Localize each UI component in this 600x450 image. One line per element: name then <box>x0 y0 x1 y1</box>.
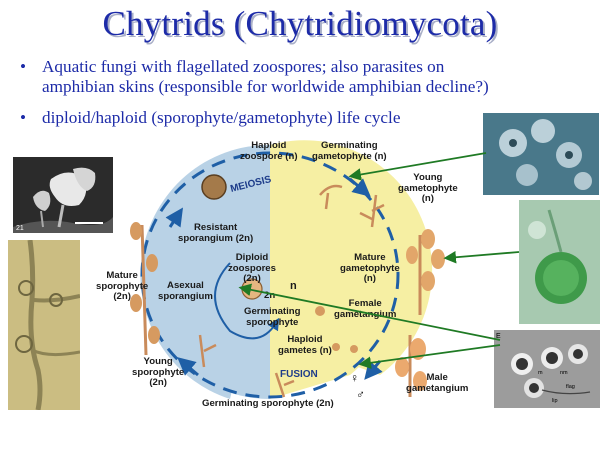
label-young-sporophyte: Young sporophyte (2n) <box>132 356 185 388</box>
bullet-item: • diploid/haploid (sporophyte/gametophyt… <box>20 108 590 128</box>
mature-gametophyte-icon <box>406 229 445 315</box>
resistant-sporangium-icon <box>201 174 227 200</box>
male-symbol: ♂ <box>356 387 365 401</box>
label-germinating-sporophyte-bottom: Germinating sporophyte (2n) <box>202 398 334 409</box>
label-resistant-sporangium: Resistant sporangium (2n) <box>178 222 254 244</box>
label-diploid-zoospores: Diploid zoospores (2n) <box>228 252 276 284</box>
haploid-gamete-icon <box>332 343 340 351</box>
em-label: m <box>538 370 543 376</box>
label-haploid-zoospore: Haploid zoospore (n) <box>240 140 298 162</box>
germinating-gametophyte-icon <box>319 184 343 210</box>
bullet-text-line: diploid/haploid (sporophyte/gametophyte)… <box>42 108 401 127</box>
sem-photo-sporangia: 21 <box>13 157 113 233</box>
life-cycle-diagram: Haploid zoospore (n) Germinating gametop… <box>80 135 510 415</box>
micrograph-gametophyte <box>519 200 600 324</box>
label-haploid-gametes: Haploid gametes (n) <box>278 334 332 356</box>
bullet-text-line: Aquatic fungi with flagellated zoospores… <box>42 57 445 76</box>
micrograph-sporophyte <box>8 240 80 410</box>
label-young-gametophyte: Young gametophyte (n) <box>398 172 458 204</box>
label-mature-sporophyte: Mature sporophyte (2n) <box>96 270 149 302</box>
label-n: n <box>290 280 297 292</box>
bullet-symbol: • <box>20 108 27 127</box>
mature-sporophyte-icon <box>130 222 160 356</box>
germinating-sporophyte-icon <box>274 372 295 398</box>
label-germinating-gametophyte: Germinating gametophyte (n) <box>312 140 387 162</box>
label-male-gametangium: Male gametangium <box>406 372 469 394</box>
em-label: flag <box>566 384 575 390</box>
label-2n: 2n <box>264 290 276 301</box>
photo-number: 21 <box>16 225 24 232</box>
bullet-text-line: amphibian skins (responsible for worldwi… <box>42 77 489 96</box>
label-asexual-sporangium: Asexual sporangium <box>158 280 213 302</box>
germinating-sporophyte-inner-icon <box>315 306 325 316</box>
label-mature-gametophyte: Mature gametophyte (n) <box>340 252 400 284</box>
female-symbol: ♀ <box>350 371 359 385</box>
young-gametophyte-icon <box>359 194 385 228</box>
cycle-ring <box>140 151 400 399</box>
bullet-symbol: • <box>20 57 27 76</box>
label-female-gametangium: Female gametangium <box>334 298 397 320</box>
micrograph-zoosporangia <box>483 113 599 195</box>
em-photo-zoospores: E m nm flag lip <box>494 330 600 408</box>
young-sporophyte-icon <box>198 334 217 368</box>
slide-title: Chytrids (Chytridiomycota) <box>102 4 498 43</box>
haploid-gamete-icon <box>350 345 358 353</box>
em-label: nm <box>560 370 568 376</box>
label-germinating-sporophyte-inner: Germinating sporophyte <box>244 306 301 328</box>
label-fusion: FUSION <box>280 369 318 380</box>
bullet-item: • Aquatic fungi with flagellated zoospor… <box>20 57 590 97</box>
em-label: lip <box>552 398 558 404</box>
